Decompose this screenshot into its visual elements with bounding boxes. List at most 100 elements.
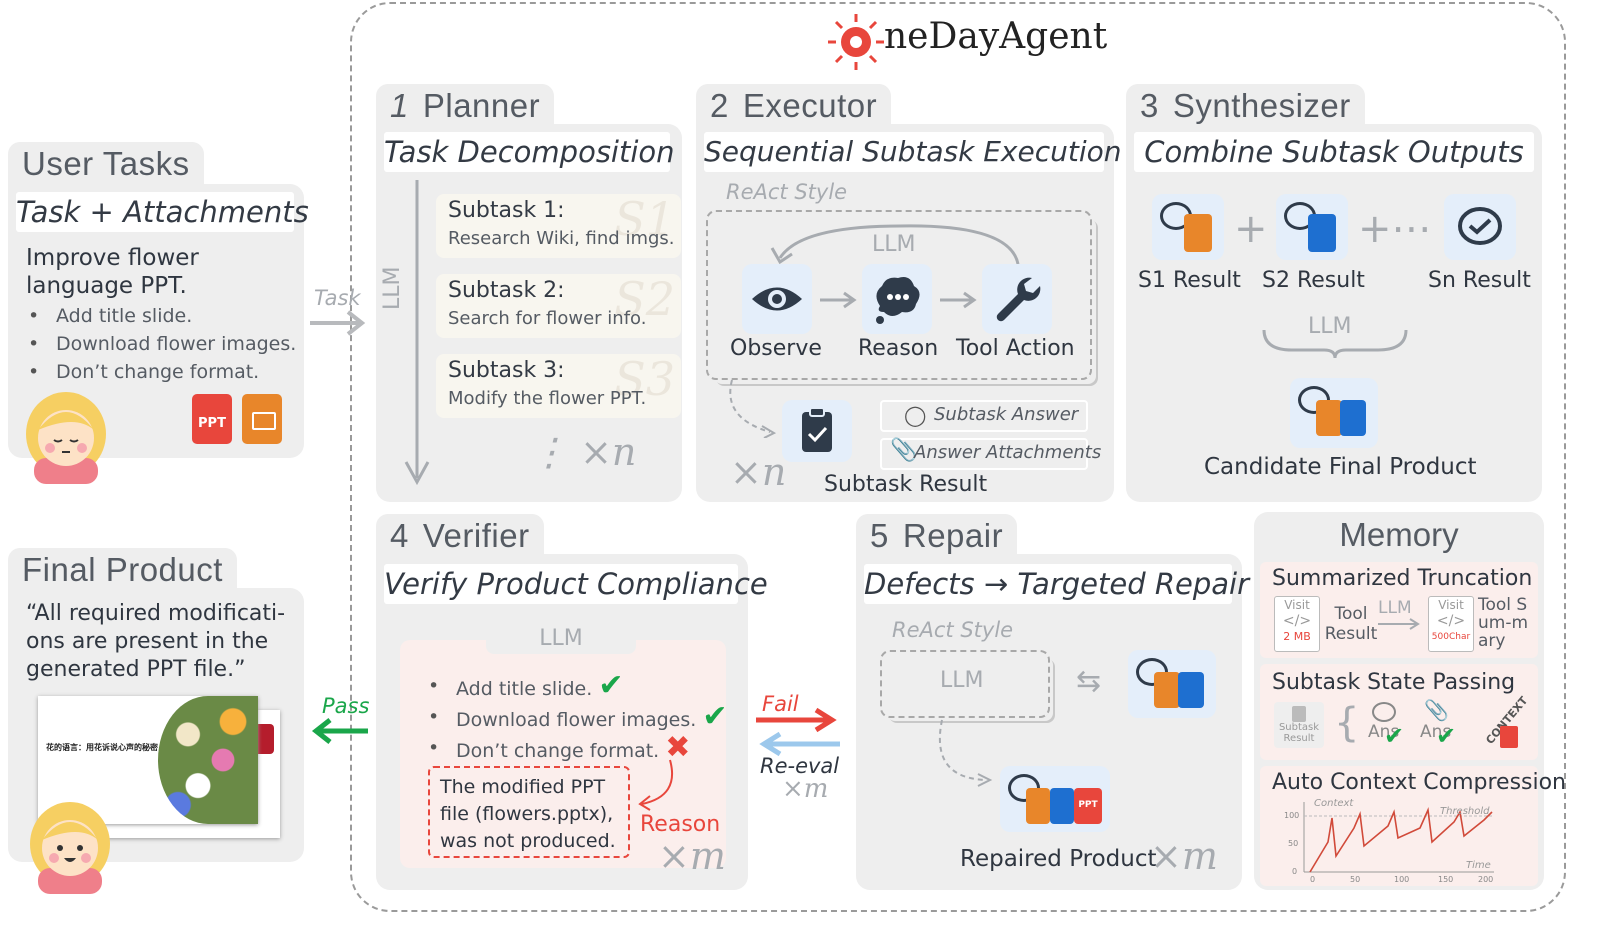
subtask-answer-box: ◯ Subtask Answer	[880, 400, 1088, 432]
synthesizer-title: Synthesizer	[1172, 87, 1351, 124]
synthesizer-num: 3	[1140, 87, 1159, 124]
list-item: Download flower images.	[24, 330, 296, 358]
reason-to-action-arrow	[940, 291, 977, 309]
check-item: Download flower images. ✔	[424, 702, 727, 734]
observe-step	[742, 264, 812, 334]
subtask-result-mini: Subtask Result	[1274, 702, 1324, 748]
failure-reason-text: The modified PPT file (flowers.pptx), wa…	[440, 776, 616, 852]
brand-name: neDayAgent	[884, 16, 1108, 57]
subtask-symbol: S1	[614, 194, 675, 246]
executor-header: Sequential Subtask Execution	[704, 132, 1121, 172]
check-fail-icon: ✖	[665, 730, 691, 765]
visit-label: Visit	[1284, 598, 1310, 612]
truncated-page-icon: Visit </> 500Char	[1428, 596, 1474, 652]
subtask-result-label: Subtask Result	[824, 472, 988, 497]
subtask-label: Subtask 2:	[448, 278, 565, 303]
react-loop-box	[706, 210, 1092, 380]
check-pass-icon: ✔	[702, 699, 728, 734]
chat-check-icon	[1458, 207, 1502, 245]
repair-input-icon	[1128, 650, 1216, 718]
check-item: Don’t change format. ✖	[424, 733, 727, 765]
fail-label: Fail	[762, 692, 799, 716]
sn-result-label: Sn Result	[1428, 268, 1531, 293]
agent-frame	[350, 2, 1566, 912]
candidate-product-icon	[1290, 378, 1378, 448]
synthesizer-header: Combine Subtask Outputs	[1134, 132, 1534, 172]
executor-react-label: ReAct Style	[726, 180, 848, 204]
subtask-label: Subtask 1:	[448, 198, 565, 223]
task-arrow-label: Task	[314, 286, 361, 310]
check-item: Add title slide. ✔	[424, 671, 727, 703]
x-tick: 0	[1310, 875, 1315, 884]
subtask-result-icon	[782, 400, 852, 462]
thought-bubble-icon	[876, 277, 920, 324]
s2-result-label: S2 Result	[1262, 268, 1365, 293]
failure-reason-box: The modified PPT file (flowers.pptx), wa…	[428, 766, 630, 858]
user-task-bullets: Add title slide. Download flower images.…	[24, 302, 296, 386]
s2-result-icon	[1276, 194, 1348, 260]
ans-attachment-item: 📎 Ans ✔	[1414, 698, 1464, 750]
mail-file-icon	[1308, 214, 1336, 252]
subtask-state-title: Subtask State Passing	[1272, 670, 1516, 695]
ans-item: Ans ✔	[1362, 702, 1412, 750]
check-text: Download flower images.	[456, 709, 697, 731]
merge-brace	[1262, 329, 1408, 359]
context-curve	[1309, 807, 1493, 873]
synthesizer-tab: 3 Synthesizer	[1126, 84, 1365, 128]
final-product-title: Final Product	[22, 551, 223, 588]
check-pass-icon: ✔	[598, 668, 624, 703]
trash-icon	[1500, 726, 1518, 748]
clipboard-icon	[1292, 706, 1306, 722]
chat-check-icon: ◯	[904, 403, 927, 427]
y-tick: 50	[1288, 839, 1298, 848]
size-label: 500Char	[1431, 632, 1471, 642]
mail-file-icon	[1178, 672, 1204, 708]
subtask-answer-label: Subtask Answer	[934, 404, 1079, 425]
chat-icon	[1372, 702, 1396, 722]
tool-action-step	[982, 264, 1052, 334]
executor-llm-label: LLM	[872, 232, 916, 257]
tool-result-label: Tool Result	[1324, 604, 1378, 644]
mail-file-icon	[1050, 788, 1074, 824]
planner-flow-arrow	[404, 180, 430, 486]
code-icon: </>	[1282, 613, 1312, 629]
slide-preview-front: 花的语言：用花诉说心声的秘密	[38, 696, 258, 824]
task-arrow	[310, 310, 366, 336]
verifier-llm-label: LLM	[539, 626, 583, 651]
ppt-badge: PPT	[198, 416, 226, 431]
final-product-tab: Final Product	[8, 548, 237, 592]
image-file-icon	[1184, 214, 1212, 252]
reason-arrow	[638, 759, 674, 811]
reason-label: Reason	[640, 812, 721, 837]
subtask-desc: Research Wiki, find imgs.	[448, 228, 675, 249]
memory-title: Memory	[1339, 516, 1459, 553]
observe-label: Observe	[730, 336, 822, 361]
repair-llm-label: LLM	[940, 668, 984, 693]
sn-result-icon	[1444, 194, 1516, 260]
clipboard-check-icon	[802, 407, 832, 452]
answer-attachments-label: Answer Attachments	[914, 442, 1102, 463]
verifier-mult: ×m	[658, 834, 726, 878]
check-pass-icon: ✔	[1436, 722, 1457, 750]
subtask-symbol: S3	[614, 354, 675, 406]
reason-step	[862, 264, 932, 334]
check-text: Don’t change format.	[456, 740, 660, 762]
check-text: Add title slide.	[456, 678, 593, 700]
subtask-card: S3 Subtask 3: Modify the flower PPT.	[436, 354, 681, 418]
size-label: 2 MB	[1283, 630, 1311, 643]
paperclip-icon: 📎	[890, 438, 918, 463]
s1-result-label: S1 Result	[1138, 268, 1241, 293]
subtask-card: S1 Subtask 1: Research Wiki, find imgs.	[436, 194, 681, 258]
verifier-title: Verifier	[422, 517, 530, 554]
subtask-card: S2 Subtask 2: Search for flower info.	[436, 274, 681, 338]
ppt-file-icon: PPT	[192, 394, 232, 444]
x-tick: 100	[1394, 875, 1409, 884]
answer-attachments-box: 📎 Answer Attachments	[880, 438, 1101, 470]
list-item: Don’t change format.	[24, 358, 296, 386]
image-file-icon	[242, 394, 282, 444]
user-tasks-header: Task + Attachments	[16, 192, 309, 232]
fail-arrow	[756, 707, 837, 733]
